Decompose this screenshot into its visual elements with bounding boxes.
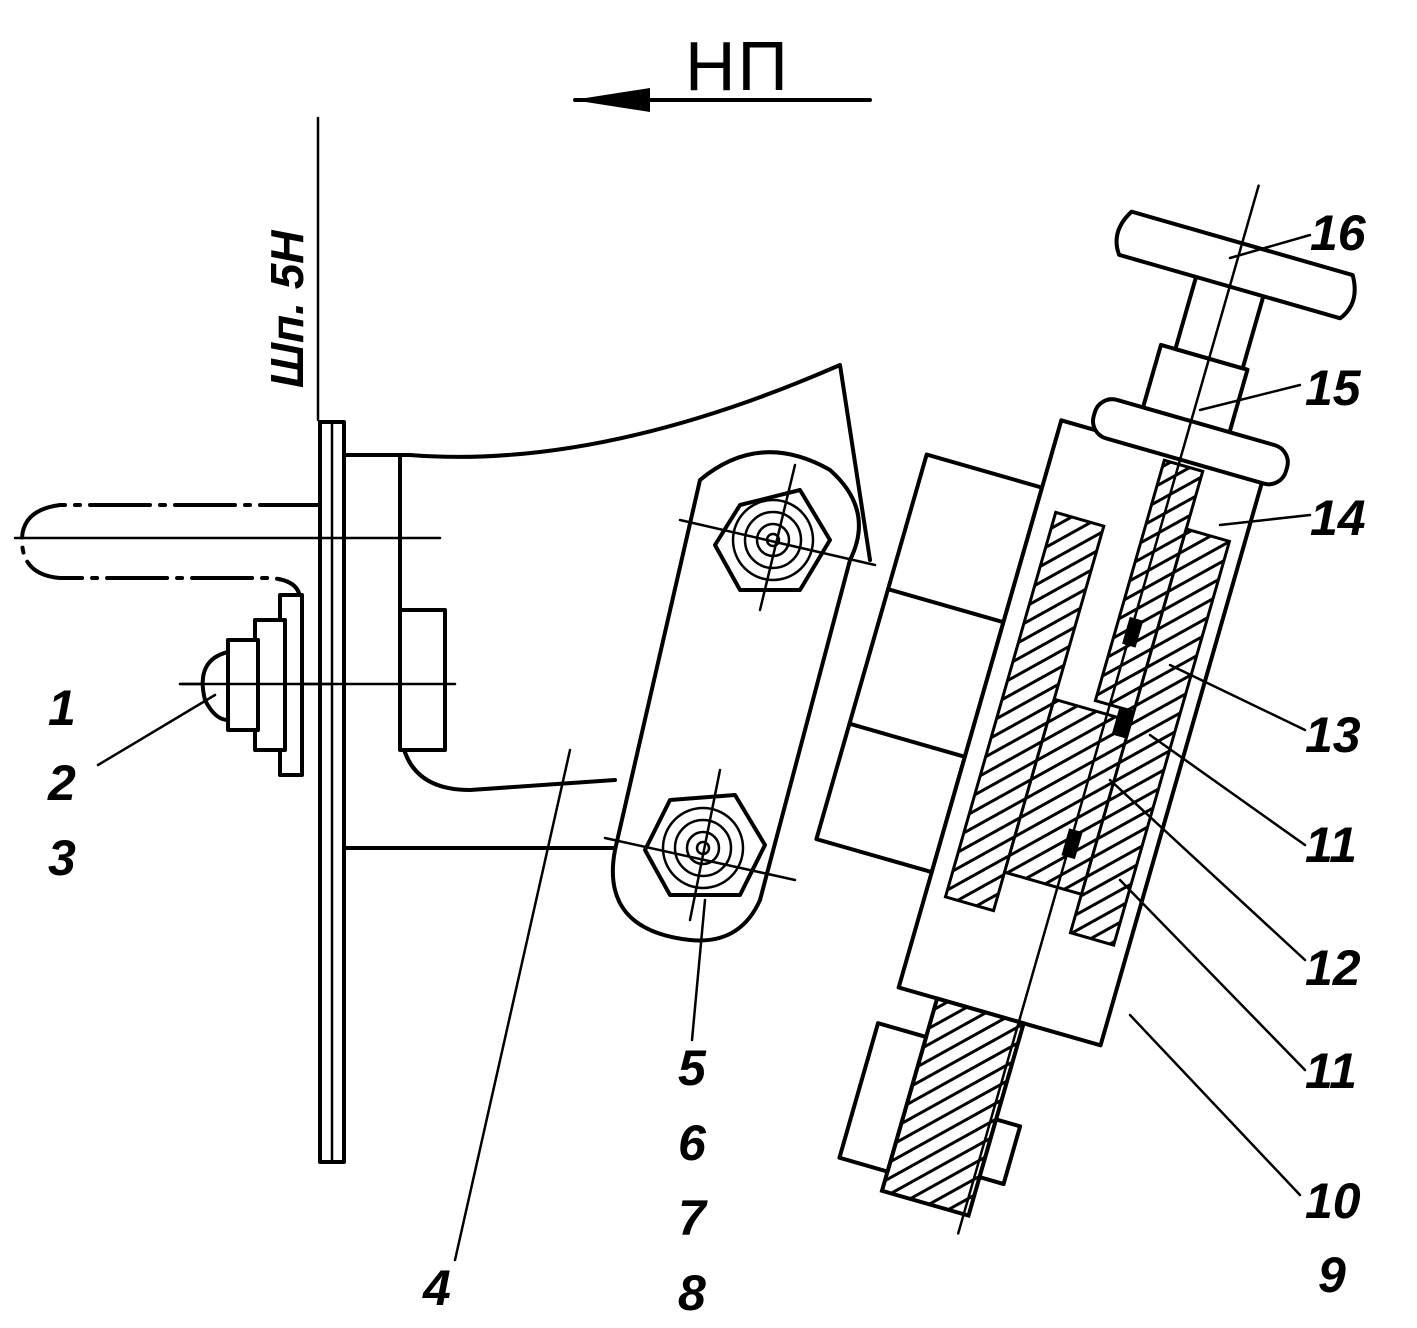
callout-4: 4 [422,1260,451,1316]
callout-11-upper: 11 [1305,817,1357,873]
callouts: 1 2 3 4 5 6 7 8 9 10 11 11 12 13 14 15 1… [47,205,1367,1321]
direction-label: НП [685,27,790,105]
callout-5: 5 [678,1040,707,1096]
link-plate [603,450,877,943]
upper-nut [678,463,877,612]
callout-13: 13 [1305,707,1361,763]
callout-15: 15 [1305,360,1362,416]
callout-9: 9 [1318,1247,1346,1303]
callout-11-lower: 11 [1305,1043,1357,1099]
bolt-assembly [178,593,332,777]
leader-lines [96,233,1312,1262]
valve-body [814,184,1357,1235]
callout-8: 8 [678,1265,706,1321]
lower-nut [603,768,797,922]
frame-bulkhead [316,116,346,1164]
callout-16: 16 [1310,205,1367,261]
callout-3: 3 [48,830,76,886]
outlet-nut [837,1021,929,1174]
callout-6: 6 [678,1115,707,1171]
lock-nut [1091,397,1290,487]
callout-14: 14 [1310,490,1366,546]
outlet-nut-side [977,1117,1023,1187]
arrow-head-icon [573,88,650,112]
seal-ring [1111,707,1133,739]
direction-indicator: НП [573,27,872,112]
lever-handle [13,503,442,602]
piston-section [1002,697,1133,897]
callout-1: 1 [48,680,76,736]
frame-label: Шп. 5Н [261,230,313,388]
bracket-nut [398,608,447,752]
callout-7: 7 [678,1190,708,1246]
callout-12: 12 [1305,940,1361,996]
callout-2: 2 [47,755,76,811]
bracket [178,363,872,850]
callout-10: 10 [1305,1173,1361,1229]
